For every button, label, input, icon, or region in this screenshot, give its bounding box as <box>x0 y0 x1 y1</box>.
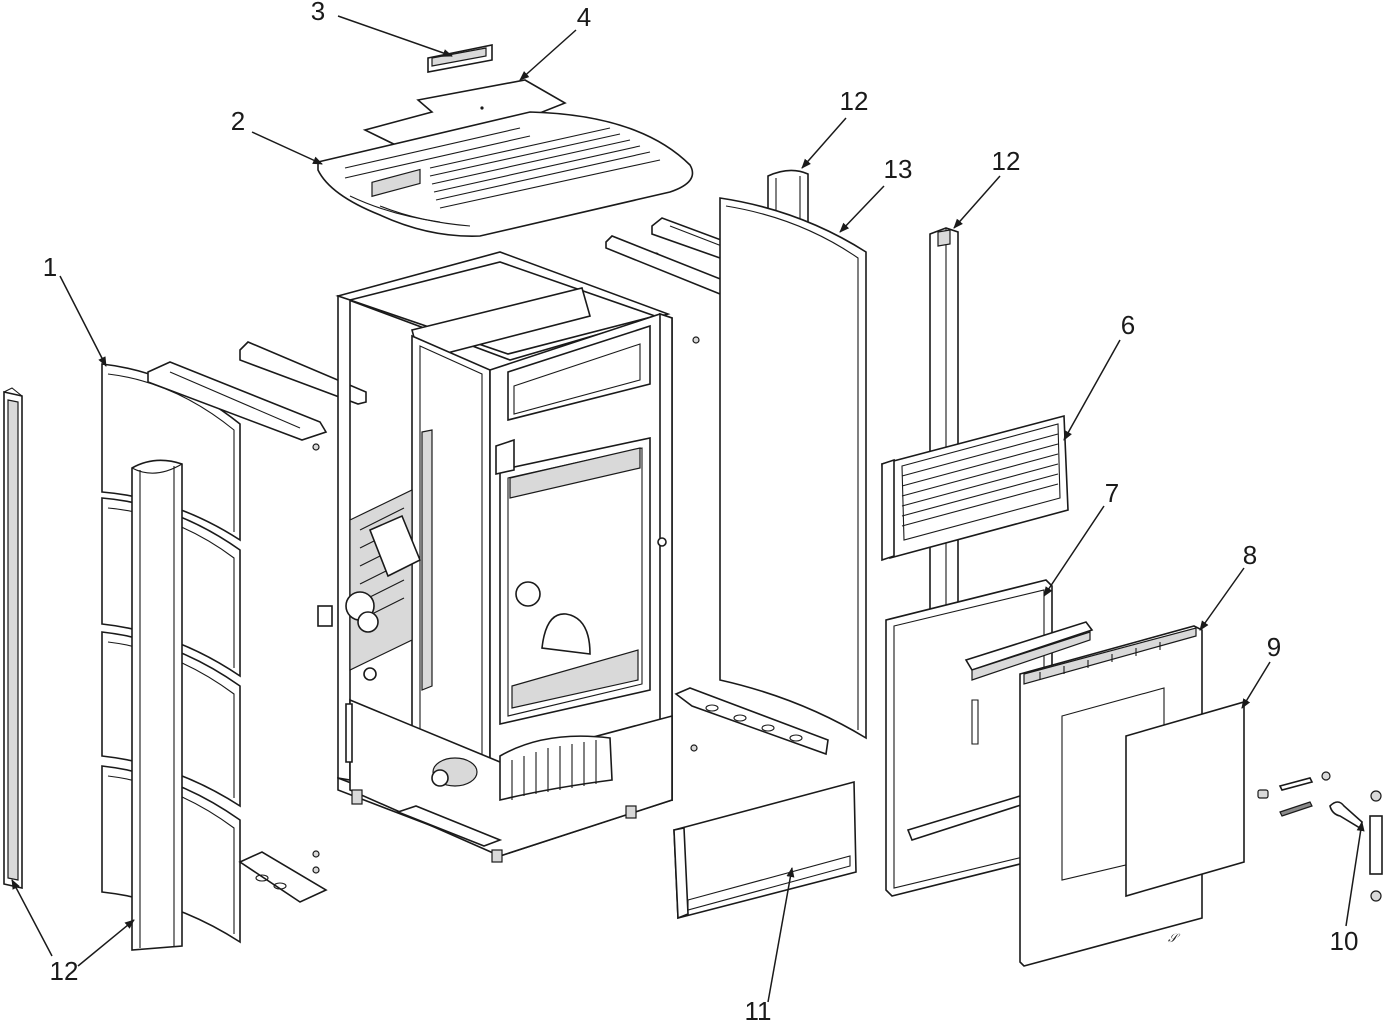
part-top-grille <box>317 111 694 237</box>
part-top-cover-small <box>427 44 493 73</box>
part-left-column-strip <box>3 387 23 889</box>
callout-labels: 3 4 2 12 13 12 1 6 7 8 9 10 11 12 <box>43 0 1359 1024</box>
part-louvre-grille <box>881 414 1069 562</box>
callout-12-right: 12 <box>992 146 1021 176</box>
part-handle-assembly <box>1257 771 1383 902</box>
callout-11: 11 <box>745 996 772 1024</box>
callout-8: 8 <box>1243 540 1257 570</box>
callout-12-rear: 12 <box>840 86 869 116</box>
callout-2: 2 <box>231 106 245 136</box>
svg-text:𝒮: 𝒮 <box>1168 931 1181 945</box>
leader-lines <box>11 15 1365 1003</box>
part-stove-body <box>317 168 700 863</box>
callout-4: 4 <box>577 2 591 32</box>
callout-6: 6 <box>1121 310 1135 340</box>
part-left-brackets <box>147 341 367 903</box>
part-ash-drawer-front <box>673 780 857 920</box>
callout-13: 13 <box>884 154 913 184</box>
part-right-side-panel <box>719 197 867 740</box>
callout-10: 10 <box>1330 926 1359 956</box>
callout-3: 3 <box>311 0 325 26</box>
part-left-column-front <box>131 459 183 951</box>
callout-7: 7 <box>1105 478 1119 508</box>
callout-12-left: 12 <box>50 956 79 986</box>
callout-9: 9 <box>1267 632 1281 662</box>
part-door-glass <box>1125 700 1245 898</box>
callout-1: 1 <box>43 252 57 282</box>
